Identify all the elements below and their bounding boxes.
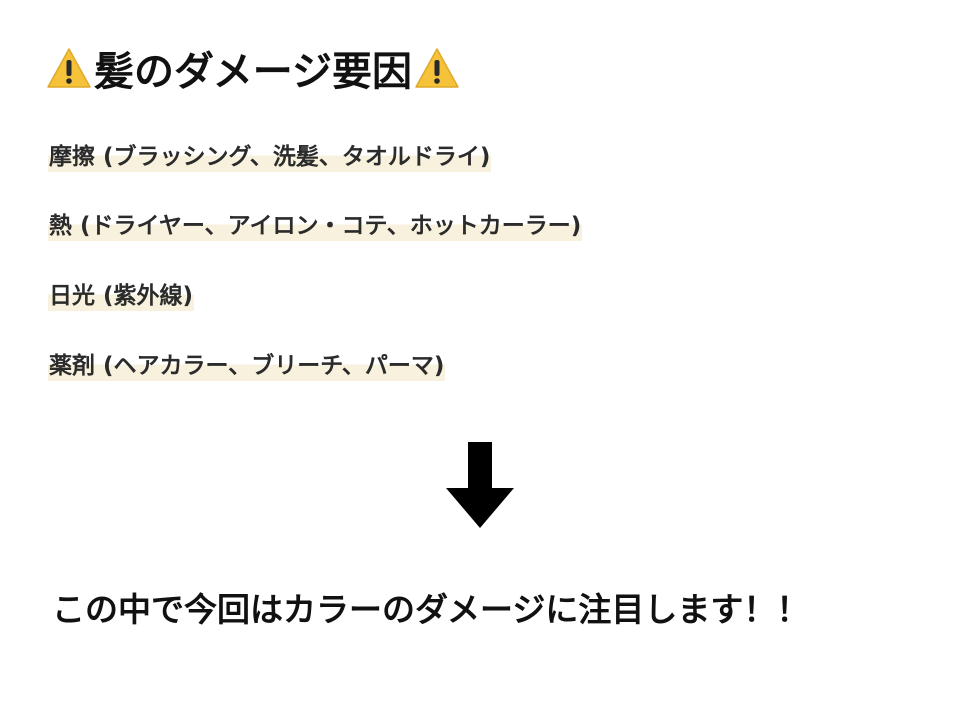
warning-icon bbox=[415, 48, 459, 88]
down-arrow-icon bbox=[446, 442, 514, 528]
damage-factor-chemicals: 薬剤 (ヘアカラー、ブリーチ、パーマ) bbox=[48, 351, 446, 381]
damage-factor-friction: 摩擦 (ブラッシング、洗髪、タオルドライ) bbox=[48, 142, 492, 172]
slide-title-row: 髪のダメージ要因 bbox=[46, 38, 460, 98]
damage-factor-heat: 熱 (ドライヤー、アイロン・コテ、ホットカーラー) bbox=[48, 211, 583, 241]
damage-factor-sunlight: 日光 (紫外線) bbox=[48, 281, 195, 311]
warning-icon bbox=[47, 48, 91, 88]
slide-title: 髪のダメージ要因 bbox=[94, 49, 412, 95]
conclusion-text: この中で今回はカラーのダメージに注目します！！ bbox=[52, 590, 810, 629]
